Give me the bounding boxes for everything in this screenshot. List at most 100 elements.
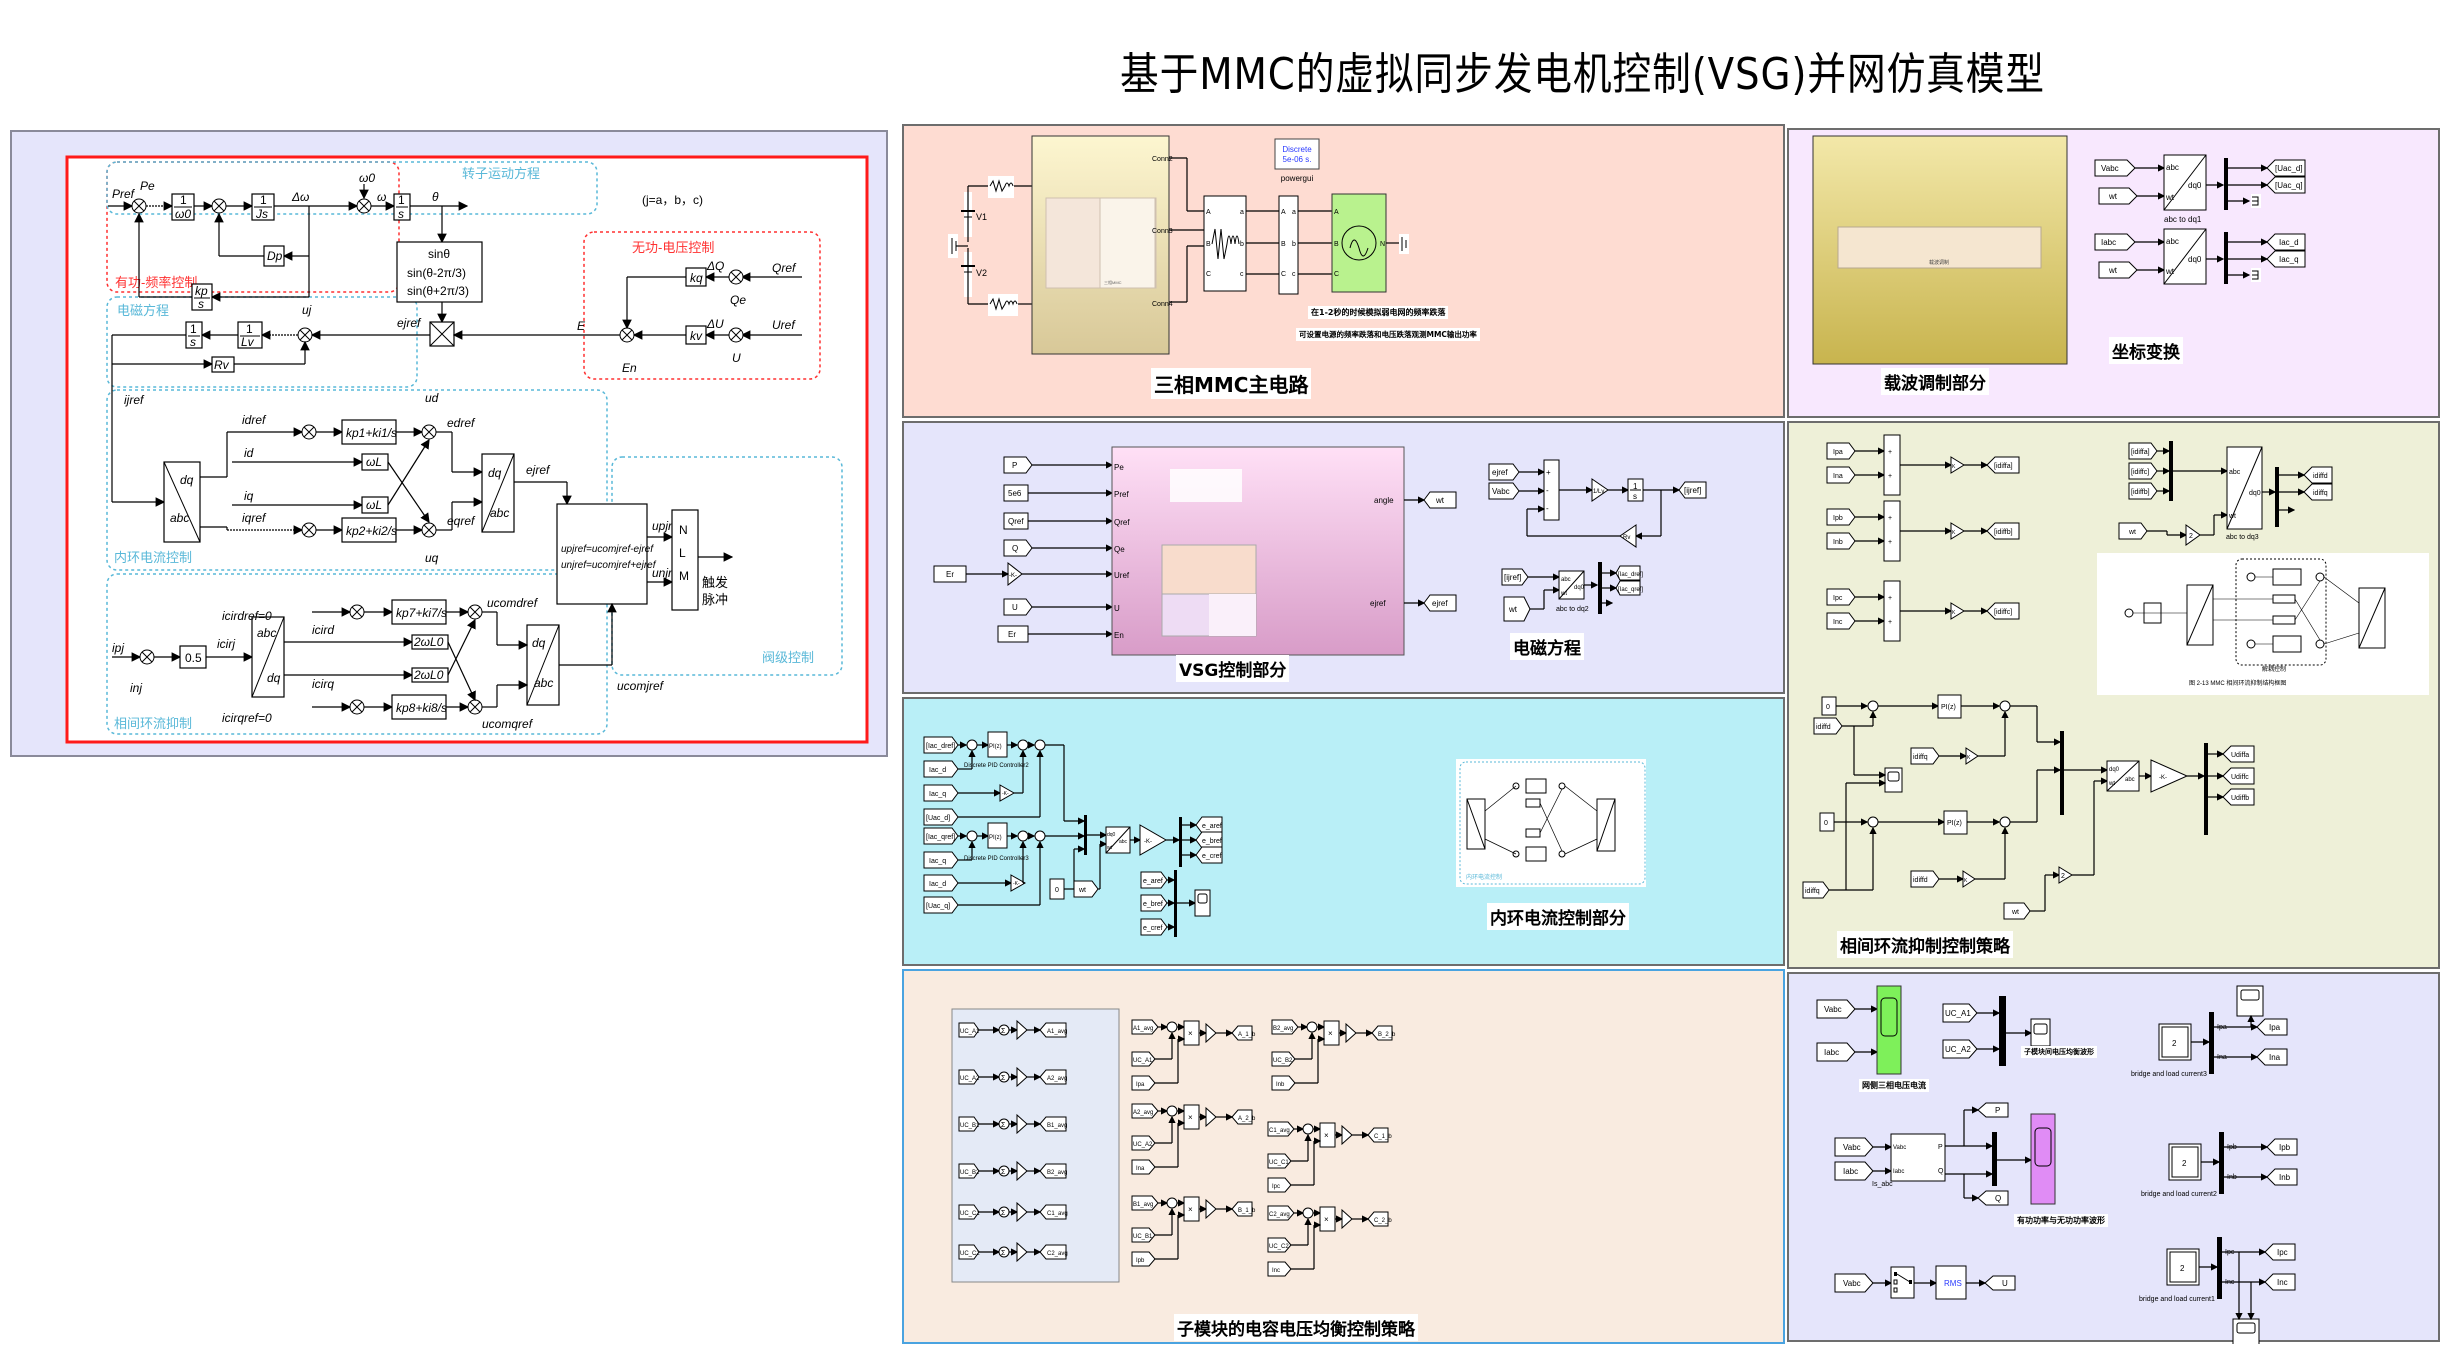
from-idiffa[interactable]: [idiffa] [2128, 442, 2158, 460]
from-current[interactable]: Ipc [1267, 1177, 1292, 1193]
vsg-input-qref[interactable]: Qref [1003, 512, 1029, 530]
from-uc-b1[interactable]: UC_B1 [958, 1116, 980, 1132]
goto-uac-d-tag[interactable]: [Uac_d] [2266, 159, 2306, 177]
from-wt-tag-1[interactable]: wt [2098, 187, 2138, 205]
goto-p-tag[interactable]: P [1977, 1102, 2009, 1118]
from-e-bref[interactable]: e_bref [1140, 894, 1168, 912]
from-uc[interactable]: UC_C1 [1267, 1153, 1292, 1169]
from-uc-a2-scope[interactable]: UC_A2 [1942, 1039, 1978, 1059]
goto-output[interactable]: A_2_b [1231, 1109, 1256, 1125]
goto-iac-dref-tag[interactable]: [Iac_dref] [1615, 565, 1643, 581]
goto-b2-avg[interactable]: B2_avg [1039, 1163, 1067, 1179]
goto-ipb[interactable]: Ipb [2266, 1138, 2298, 1156]
goto-idiffc[interactable]: [idiffc] [1986, 602, 2020, 620]
dc-source-v1[interactable]: V1 [961, 186, 987, 242]
em-gain-1-lv[interactable]: 1/Lv [1591, 478, 1609, 502]
from-iac-q-1[interactable]: Iac_q [923, 784, 959, 802]
from-vabc-pq[interactable]: Vabc [1834, 1137, 1874, 1157]
from-idiffc[interactable]: [idiffc] [2128, 462, 2158, 480]
from-current[interactable]: Ipa [1131, 1075, 1156, 1091]
vsg-const-pref[interactable]: 5e6 [1003, 484, 1029, 502]
em-gain-rv[interactable]: Rv [1619, 524, 1637, 548]
pi-z-d[interactable]: PI(z) [1937, 694, 1962, 719]
em-integrator[interactable]: 1s [1627, 478, 1644, 502]
vsg-input-er-1[interactable]: Er [933, 565, 967, 583]
from-iac-d-2[interactable]: Iac_d [923, 874, 959, 892]
from-wt-tag-2[interactable]: wt [2098, 261, 2138, 279]
from-avg[interactable]: C1_avg [1267, 1121, 1295, 1137]
three-phase-rl-block[interactable]: A B C a b c [1203, 195, 1247, 292]
from-current[interactable]: Ina [1131, 1159, 1156, 1175]
goto-udiffc[interactable]: Udiffc [2222, 767, 2255, 785]
from-uc[interactable]: UC_B1 [1131, 1227, 1156, 1243]
uc-balance-scope[interactable] [2030, 1018, 2051, 1047]
em-from-vabc[interactable]: Vabc [1488, 482, 1520, 500]
grid-voltage-current-scope[interactable] [1876, 985, 1902, 1075]
from-current[interactable]: Ipb [1131, 1251, 1156, 1267]
goto-e-aref[interactable]: e_aref [1195, 816, 1223, 834]
carrier-subsystem-block[interactable]: 载波调制 [1812, 135, 2068, 365]
goto-idiffb[interactable]: [idiffb] [1986, 522, 2020, 540]
from-ipa[interactable]: Ipa [1826, 442, 1856, 460]
from-iabc-tag[interactable]: Iabc [2094, 233, 2136, 251]
pi-z-q[interactable]: PI(z) [1943, 810, 1968, 835]
goto-idiffa[interactable]: [idiffa] [1986, 456, 2020, 474]
from-iac-dref[interactable]: [Iac_dref] [923, 736, 959, 754]
pid-controller-2[interactable]: PI(z)Discrete PID Controller2 [964, 731, 1029, 769]
goto-idiffq[interactable]: idiffq [2303, 483, 2333, 501]
gain-k-2[interactable]: -K- [1010, 874, 1027, 892]
goto-udiffa[interactable]: Udiffa [2222, 745, 2255, 763]
from-e-aref[interactable]: e_aref [1140, 871, 1168, 889]
from-idiffq-2[interactable]: idiffq [1802, 881, 1830, 899]
goto-ejref-tag[interactable]: ejref [1423, 594, 1457, 612]
dc-source-v2[interactable]: V2 [961, 248, 987, 304]
vsg-input-p[interactable]: P [1003, 456, 1033, 474]
goto-ina[interactable]: Ina [2256, 1048, 2288, 1066]
power-measurement-block[interactable]: Vabc Iabc P Q Is_abc [1872, 1133, 1946, 1188]
goto-output[interactable]: C_2_b [1367, 1211, 1392, 1227]
goto-c1-avg[interactable]: C1_avg [1039, 1204, 1068, 1220]
goto-ipa[interactable]: Ipa [2256, 1018, 2288, 1036]
from-avg[interactable]: B1_avg [1131, 1195, 1159, 1211]
const-zero-d[interactable]: 0 [1821, 696, 1837, 716]
goto-a2-avg[interactable]: A2_avg [1039, 1069, 1067, 1085]
scope-circ[interactable] [1884, 767, 1903, 793]
power-scope[interactable] [2030, 1113, 2056, 1205]
from-inb[interactable]: Inb [1826, 532, 1856, 550]
goto-iac-d-tag[interactable]: Iac_d [2266, 233, 2306, 251]
from-iac-q-2[interactable]: Iac_q [923, 851, 959, 869]
goto-uac-q-tag[interactable]: [Uac_q] [2266, 176, 2306, 194]
goto-c2-avg[interactable]: C2_avg [1039, 1244, 1068, 1260]
bridge-const-block[interactable]: 2 [2158, 1023, 2192, 1061]
rl-branch-lower[interactable] [988, 294, 1018, 316]
from-uc-a1[interactable]: UC_A1 [958, 1022, 980, 1038]
vsg-subsystem-block[interactable]: Pe Pref Qref Qe Uref U En angle ejref [1111, 446, 1405, 656]
powergui-block[interactable]: Discrete 5e-06 s. powergui [1274, 138, 1320, 183]
selector-block[interactable] [1890, 1266, 1915, 1299]
from-uc[interactable]: UC_A1 [1131, 1051, 1156, 1067]
from-uc-b2[interactable]: UC_B2 [958, 1163, 980, 1179]
vsg-input-u[interactable]: U [1003, 598, 1033, 616]
rl-branch-upper[interactable] [988, 176, 1014, 198]
em-from-wt[interactable]: wt [1503, 596, 1531, 622]
abc-to-dq1-block[interactable]: abc wt dq0 abc to dq1 [2163, 154, 2207, 224]
goto-a1-avg[interactable]: A1_avg [1039, 1022, 1067, 1038]
goto-q-tag[interactable]: Q [1977, 1190, 2009, 1206]
from-wt-circ-2[interactable]: wt [2003, 902, 2031, 920]
from-iabc-scope[interactable]: Iabc [1816, 1042, 1856, 1062]
mmc-subsystem-block[interactable]: 三相MMC [1031, 135, 1170, 355]
goto-output[interactable]: B_2_b [1371, 1025, 1396, 1041]
from-idiffd-2[interactable]: idiffd [1910, 870, 1940, 888]
from-iac-qref[interactable]: [Iac_qref] [923, 827, 959, 845]
from-idiffd-1[interactable]: idiffd [1813, 717, 1843, 735]
from-uc[interactable]: UC_C2 [1267, 1237, 1292, 1253]
from-ipb[interactable]: Ipb [1826, 508, 1856, 526]
gain-k-circ[interactable]: -K- [2150, 759, 2189, 793]
goto-b1-avg[interactable]: B1_avg [1039, 1116, 1067, 1132]
from-avg[interactable]: A2_avg [1131, 1103, 1159, 1119]
goto-wt-tag[interactable]: wt [1423, 491, 1457, 509]
goto-idiffd[interactable]: idiffd [2303, 466, 2333, 484]
